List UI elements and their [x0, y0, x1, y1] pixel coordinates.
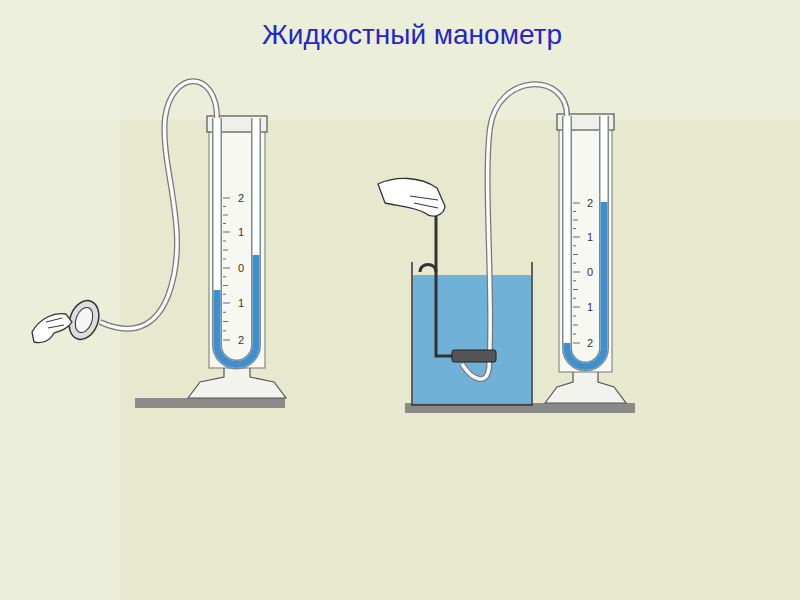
- scale-tick: [223, 294, 226, 295]
- stand: [545, 370, 626, 403]
- scale-number: 0: [237, 262, 245, 274]
- rod: [435, 212, 438, 272]
- scale-ticks: [223, 198, 580, 343]
- glass-tube: [217, 118, 256, 365]
- hose-inner: [462, 84, 567, 379]
- scale-tick: [573, 254, 578, 255]
- scale-tick: [573, 263, 576, 264]
- scale-tick: [223, 241, 226, 242]
- glass-tube: [567, 116, 604, 367]
- scale-tick: [223, 268, 230, 269]
- scale-tick: [573, 220, 578, 221]
- scale-tick: [223, 232, 230, 233]
- beaker: [412, 262, 532, 405]
- scale-tick: [223, 250, 228, 251]
- scale-tick: [223, 303, 230, 304]
- scale-tick: [223, 259, 226, 260]
- scale-number: 1: [237, 226, 245, 238]
- hand: [32, 314, 72, 343]
- membrane-box: [452, 350, 496, 362]
- scale-tick: [573, 289, 578, 290]
- scale-tick: [223, 276, 226, 277]
- water: [413, 275, 531, 404]
- light-band: [0, 0, 800, 120]
- scale-number: 1: [586, 301, 594, 313]
- table-plate: [135, 398, 285, 408]
- scale-tick: [223, 312, 226, 313]
- scale-tick: [573, 237, 580, 238]
- scale-number: 0: [586, 266, 594, 278]
- scale-tick: [573, 298, 576, 299]
- rod: [420, 265, 455, 357]
- glass-tube-inner: [217, 118, 256, 365]
- hose-inner: [100, 81, 217, 328]
- membrane: [72, 305, 96, 335]
- scale-number: 2: [586, 197, 594, 209]
- scale-tick: [573, 211, 576, 212]
- scale-tick: [223, 340, 230, 341]
- title: Жидкостный манометр: [262, 18, 562, 52]
- scale-number: 1: [237, 297, 245, 309]
- scale-tick: [223, 215, 228, 216]
- scale-tick: [573, 245, 576, 246]
- scale-tick: [223, 321, 228, 322]
- scale-number: 1: [586, 231, 594, 243]
- hose: [100, 81, 217, 328]
- scale-tick: [573, 228, 576, 229]
- scale-tick: [223, 198, 230, 199]
- scale-tick: [223, 330, 226, 331]
- hose: [462, 84, 567, 379]
- scale-tick: [223, 223, 226, 224]
- scale-tick: [573, 325, 578, 326]
- stand: [188, 366, 286, 398]
- scale-tick: [573, 316, 576, 317]
- liquid: [567, 202, 604, 367]
- scale-tick: [573, 334, 576, 335]
- scale-number: 2: [237, 334, 245, 346]
- scale-number: 2: [586, 337, 594, 349]
- scale-number: 2: [237, 192, 245, 204]
- glass-tube-inner: [567, 116, 604, 367]
- hand: [378, 178, 445, 216]
- scale-tick: [573, 203, 580, 204]
- scale-tick: [573, 307, 580, 308]
- liquid: [217, 255, 256, 365]
- hand-fingers: [46, 318, 64, 328]
- scale-tick: [223, 206, 226, 207]
- hand-fingers: [410, 196, 438, 208]
- scale-tick: [573, 280, 576, 281]
- scale-tick: [573, 343, 580, 344]
- scale-tick: [223, 285, 228, 286]
- scale-tick: [573, 272, 580, 273]
